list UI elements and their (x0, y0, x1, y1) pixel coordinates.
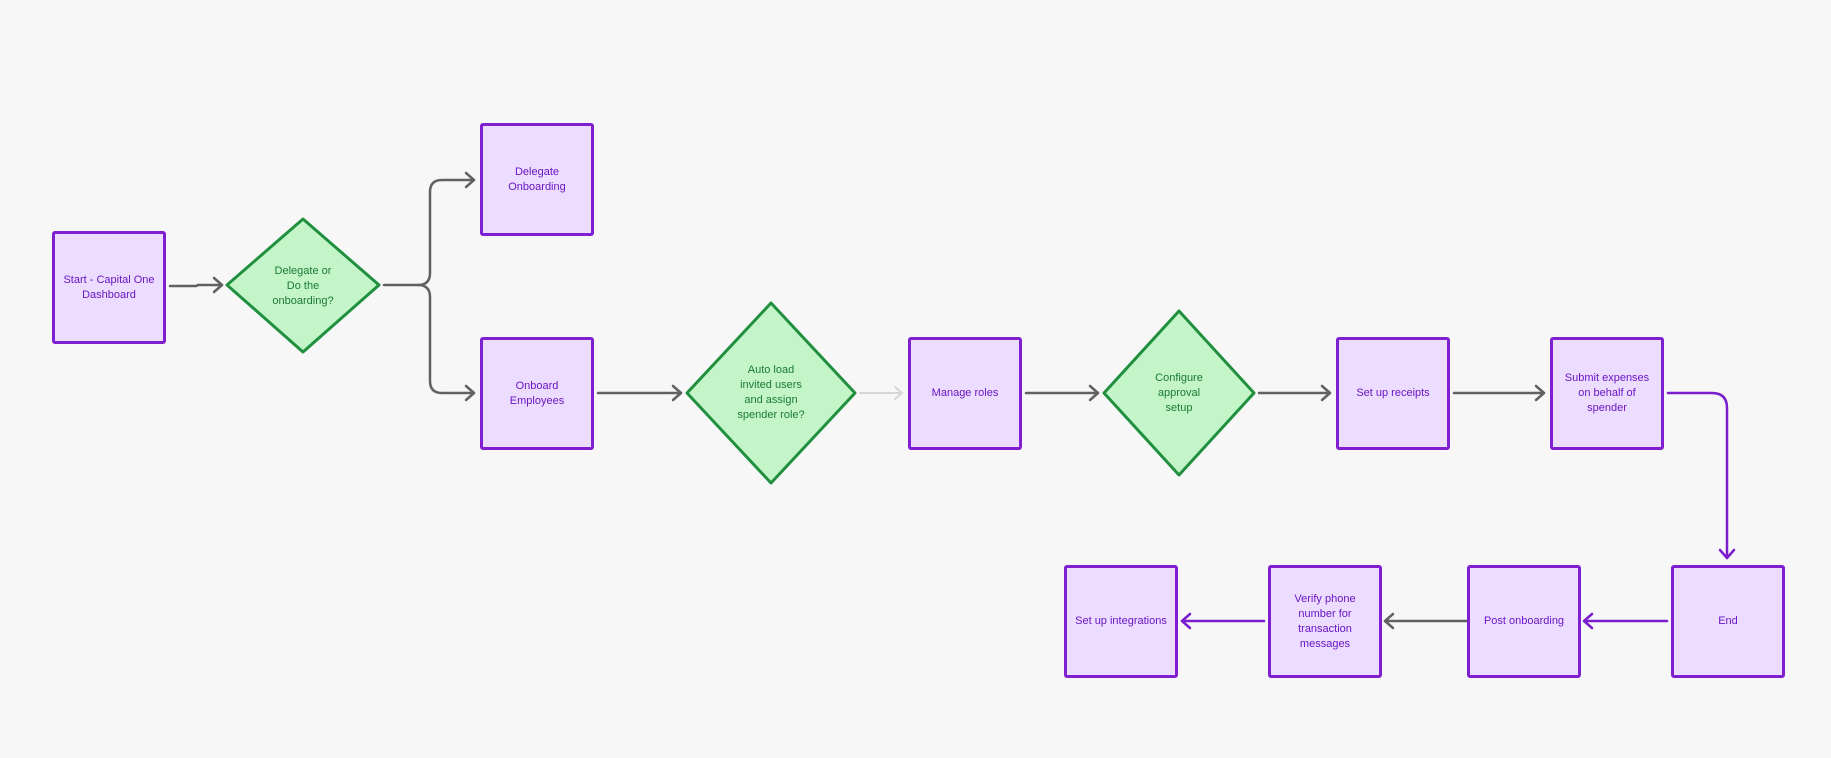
arrow-down-icon (1718, 548, 1736, 560)
connector-decision-to-onboard[interactable] (416, 283, 476, 395)
arrow-right-icon (671, 384, 683, 402)
decision-configure-shape[interactable] (1102, 309, 1256, 477)
node-post-onboarding[interactable]: Post onboarding (1467, 565, 1581, 678)
arrow-left-icon (1582, 612, 1594, 630)
node-manage-roles[interactable]: Manage roles (908, 337, 1022, 450)
node-set-up-receipts[interactable]: Set up receipts (1336, 337, 1450, 450)
arrow-right-icon (1320, 384, 1332, 402)
connector-decision-to-delegate[interactable] (382, 178, 476, 287)
arrow-right-icon (894, 386, 903, 400)
arrow-right-icon (1088, 384, 1100, 402)
node-end[interactable]: End (1671, 565, 1785, 678)
arrow-left-icon (1180, 612, 1192, 630)
connector-submit-to-end[interactable] (1666, 391, 1729, 560)
decision-auto-load-shape[interactable] (685, 301, 857, 485)
arrow-right-icon (1534, 384, 1546, 402)
node-verify-phone[interactable]: Verify phone number for transaction mess… (1268, 565, 1382, 678)
decision-delegate-shape[interactable] (225, 217, 381, 354)
node-delegate-onboarding[interactable]: Delegate Onboarding (480, 123, 594, 236)
node-submit-expenses[interactable]: Submit expenses on behalf of spender (1550, 337, 1664, 450)
arrow-left-icon (1383, 612, 1395, 630)
arrow-right-icon (464, 384, 476, 402)
connector-start-to-decision[interactable] (168, 283, 224, 288)
node-onboard-employees[interactable]: Onboard Employees (480, 337, 594, 450)
arrow-right-icon (464, 171, 476, 189)
arrow-right-icon (212, 276, 224, 294)
node-start[interactable]: Start - Capital One Dashboard (52, 231, 166, 344)
node-set-up-integrations[interactable]: Set up integrations (1064, 565, 1178, 678)
